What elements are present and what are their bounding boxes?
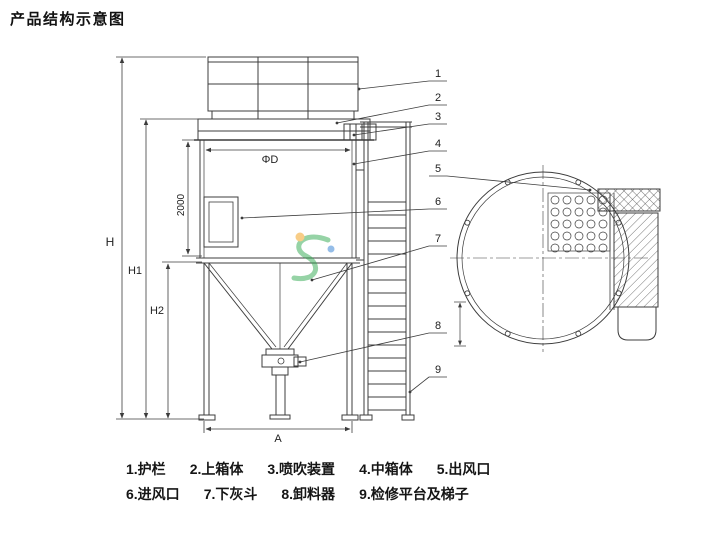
- svg-text:3: 3: [435, 111, 441, 123]
- callout-7: 7: [310, 233, 447, 282]
- ash-hopper: [203, 262, 353, 350]
- front-view: [194, 56, 415, 421]
- svg-text:1: 1: [435, 68, 441, 80]
- callout-6: 6: [240, 196, 447, 220]
- guardrail: [207, 56, 359, 119]
- legend-item-upper-box: 2.上箱体: [189, 461, 244, 477]
- svg-text:5: 5: [435, 163, 441, 175]
- air-inlet: [203, 196, 239, 248]
- dim-2000-label: 2000: [176, 193, 187, 216]
- page-title: 产品结构示意图: [10, 11, 126, 28]
- pulse-jet-device: [343, 123, 377, 141]
- dim-A: A: [203, 421, 353, 445]
- callout-4: 4: [352, 138, 447, 166]
- dim-H-label: H: [106, 235, 115, 249]
- access-ladder: [356, 121, 415, 421]
- discharger: [261, 348, 307, 420]
- callout-leaders: 1 2 3 4 5: [240, 68, 592, 394]
- callout-1: 1: [357, 68, 447, 91]
- svg-text:8: 8: [435, 320, 441, 332]
- callout-5: 5: [429, 163, 592, 192]
- legend-item-air-inlet: 6.进风口: [126, 486, 180, 502]
- air-outlet-duct: [597, 188, 661, 341]
- callout-8: 8: [298, 320, 447, 364]
- legend-row-1: 1.护栏 2.上箱体 3.喷吹装置 4.中箱体 5.出风口: [126, 457, 490, 481]
- dimension-lines: H H1 H2 2000: [106, 56, 353, 445]
- dim-phiD-label: ΦD: [262, 154, 279, 166]
- svg-text:9: 9: [435, 364, 441, 376]
- callout-3: 3: [352, 111, 447, 137]
- watermark-blue-dot: [327, 245, 335, 253]
- legend-item-discharger: 8.卸料器: [281, 486, 336, 502]
- dim-H1: H1: [128, 118, 198, 419]
- watermark-logo: [291, 232, 335, 282]
- dim-H2: H2: [150, 261, 202, 419]
- dim-H: H: [106, 56, 206, 420]
- legend-row-2: 6.进风口 7.下灰斗 8.卸料器 9.检修平台及梯子: [126, 482, 490, 506]
- legend: 1.护栏 2.上箱体 3.喷吹装置 4.中箱体 5.出风口 6.进风口 7.下灰…: [126, 457, 490, 506]
- dim-A-label: A: [274, 433, 282, 445]
- dim-H1-label: H1: [128, 265, 142, 277]
- legend-item-platform-ladder: 9.检修平台及梯子: [359, 486, 469, 502]
- callout-9: 9: [408, 364, 447, 394]
- upper-box: [194, 118, 374, 141]
- legend-item-air-outlet: 5.出风口: [436, 461, 491, 477]
- dim-phiD: ΦD: [205, 147, 351, 166]
- legend-item-middle-box: 4.中箱体: [359, 461, 413, 477]
- support-legs: [198, 263, 359, 421]
- svg-text:6: 6: [435, 196, 441, 208]
- svg-text:4: 4: [435, 138, 441, 150]
- legend-item-ash-hopper: 7.下灰斗: [203, 486, 258, 502]
- dim-H2-label: H2: [150, 305, 164, 317]
- watermark-orange-dot: [295, 232, 305, 242]
- top-view: [450, 165, 661, 352]
- top-view-dim: [454, 301, 466, 347]
- svg-text:2: 2: [435, 92, 441, 104]
- svg-text:7: 7: [435, 233, 441, 245]
- callout-2: 2: [335, 92, 447, 125]
- legend-item-pulse-jet: 3.喷吹装置: [267, 461, 336, 477]
- legend-item-guardrail: 1.护栏: [126, 461, 166, 477]
- dim-2000: 2000: [176, 139, 202, 257]
